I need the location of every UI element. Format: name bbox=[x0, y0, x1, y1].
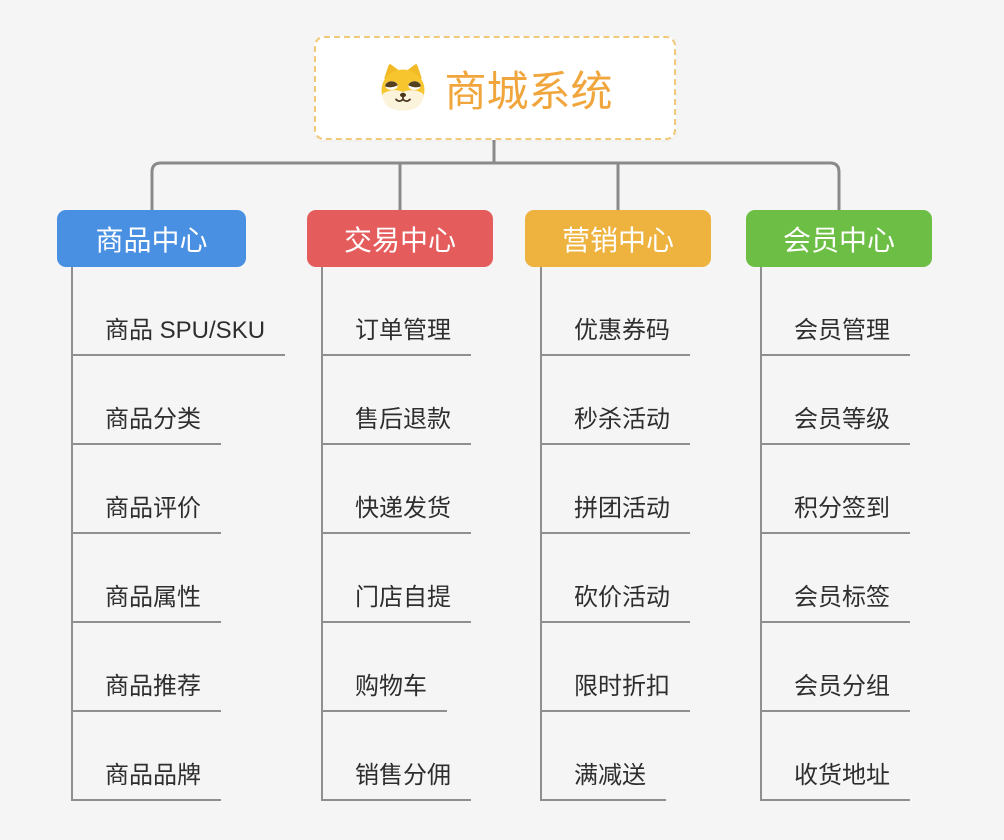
leaf-topic[interactable]: 售后退款 bbox=[322, 399, 471, 445]
branch-label: 会员中心 bbox=[782, 224, 895, 256]
branch-trunk-line bbox=[760, 267, 762, 801]
branch-children-product-center: 商品 SPU/SKU 商品分类 商品评价 商品属性 商品推荐 商品品牌 bbox=[71, 267, 286, 801]
leaf-row: 满减送 bbox=[541, 712, 690, 801]
leaf-row: 销售分佣 bbox=[322, 712, 471, 801]
branch-label: 商品中心 bbox=[95, 224, 208, 256]
leaf-row: 门店自提 bbox=[322, 534, 471, 623]
branch-children-transaction-center: 订单管理 售后退款 快递发货 门店自提 购物车 销售分佣 bbox=[321, 267, 471, 801]
leaf-topic[interactable]: 收货地址 bbox=[761, 755, 910, 801]
leaf-row: 订单管理 bbox=[322, 267, 471, 356]
leaf-row: 快递发货 bbox=[322, 445, 471, 534]
leaf-row: 会员管理 bbox=[761, 267, 910, 356]
leaf-topic[interactable]: 商品分类 bbox=[72, 399, 221, 445]
leaf-row: 商品评价 bbox=[72, 445, 285, 534]
leaf-row: 会员等级 bbox=[761, 356, 910, 445]
leaf-topic[interactable]: 商品推荐 bbox=[72, 666, 221, 712]
branch-node-product-center[interactable]: 商品中心 bbox=[57, 210, 246, 267]
branch-node-transaction-center[interactable]: 交易中心 bbox=[307, 210, 493, 267]
branch-children-marketing-center: 优惠券码 秒杀活动 拼团活动 砍价活动 限时折扣 满减送 bbox=[540, 267, 690, 801]
branch-node-marketing-center[interactable]: 营销中心 bbox=[525, 210, 711, 267]
leaf-topic[interactable]: 积分签到 bbox=[761, 488, 910, 534]
leaf-row: 商品属性 bbox=[72, 534, 285, 623]
leaf-topic[interactable]: 订单管理 bbox=[322, 310, 471, 356]
leaf-row: 收货地址 bbox=[761, 712, 910, 801]
branch-trunk-line bbox=[540, 267, 542, 801]
leaf-topic[interactable]: 商品属性 bbox=[72, 577, 221, 623]
leaf-topic[interactable]: 门店自提 bbox=[322, 577, 471, 623]
leaf-topic[interactable]: 快递发货 bbox=[322, 488, 471, 534]
leaf-topic[interactable]: 商品评价 bbox=[72, 488, 221, 534]
branch-label: 营销中心 bbox=[561, 224, 674, 256]
root-topic-node[interactable]: 商城系统 bbox=[314, 36, 676, 140]
leaf-topic[interactable]: 满减送 bbox=[541, 755, 666, 801]
leaf-row: 砍价活动 bbox=[541, 534, 690, 623]
leaf-row: 优惠券码 bbox=[541, 267, 690, 356]
branch-label: 交易中心 bbox=[343, 224, 456, 256]
leaf-topic[interactable]: 商品品牌 bbox=[72, 755, 221, 801]
leaf-topic[interactable]: 商品 SPU/SKU bbox=[72, 310, 286, 356]
leaf-row: 会员分组 bbox=[761, 623, 910, 712]
leaf-topic[interactable]: 砍价活动 bbox=[541, 577, 690, 623]
branch-trunk-line bbox=[321, 267, 323, 801]
leaf-topic[interactable]: 优惠券码 bbox=[541, 310, 690, 356]
leaf-row: 购物车 bbox=[322, 623, 471, 712]
leaf-topic[interactable]: 秒杀活动 bbox=[541, 399, 690, 445]
leaf-row: 商品推荐 bbox=[72, 623, 285, 712]
root-topic-title: 商城系统 bbox=[444, 67, 613, 115]
branch-children-member-center: 会员管理 会员等级 积分签到 会员标签 会员分组 收货地址 bbox=[760, 267, 910, 801]
leaf-row: 积分签到 bbox=[761, 445, 910, 534]
leaf-row: 商品品牌 bbox=[72, 712, 285, 801]
leaf-row: 商品 SPU/SKU bbox=[72, 267, 286, 356]
leaf-row: 商品分类 bbox=[72, 356, 285, 445]
leaf-topic[interactable]: 会员等级 bbox=[761, 399, 910, 445]
leaf-topic[interactable]: 会员分组 bbox=[761, 666, 910, 712]
leaf-topic[interactable]: 限时折扣 bbox=[541, 666, 690, 712]
leaf-topic[interactable]: 拼团活动 bbox=[541, 488, 690, 534]
leaf-row: 拼团活动 bbox=[541, 445, 690, 534]
leaf-row: 限时折扣 bbox=[541, 623, 690, 712]
leaf-row: 售后退款 bbox=[322, 356, 471, 445]
tree-connector-lines bbox=[150, 140, 841, 210]
leaf-topic[interactable]: 会员管理 bbox=[761, 310, 910, 356]
leaf-row: 秒杀活动 bbox=[541, 356, 690, 445]
branch-trunk-line bbox=[71, 267, 73, 801]
leaf-topic[interactable]: 会员标签 bbox=[761, 577, 910, 623]
leaf-topic[interactable]: 购物车 bbox=[322, 666, 447, 712]
leaf-topic[interactable]: 销售分佣 bbox=[322, 755, 471, 801]
branch-node-member-center[interactable]: 会员中心 bbox=[746, 210, 932, 267]
shiba-dog-icon bbox=[381, 64, 425, 111]
leaf-row: 会员标签 bbox=[761, 534, 910, 623]
